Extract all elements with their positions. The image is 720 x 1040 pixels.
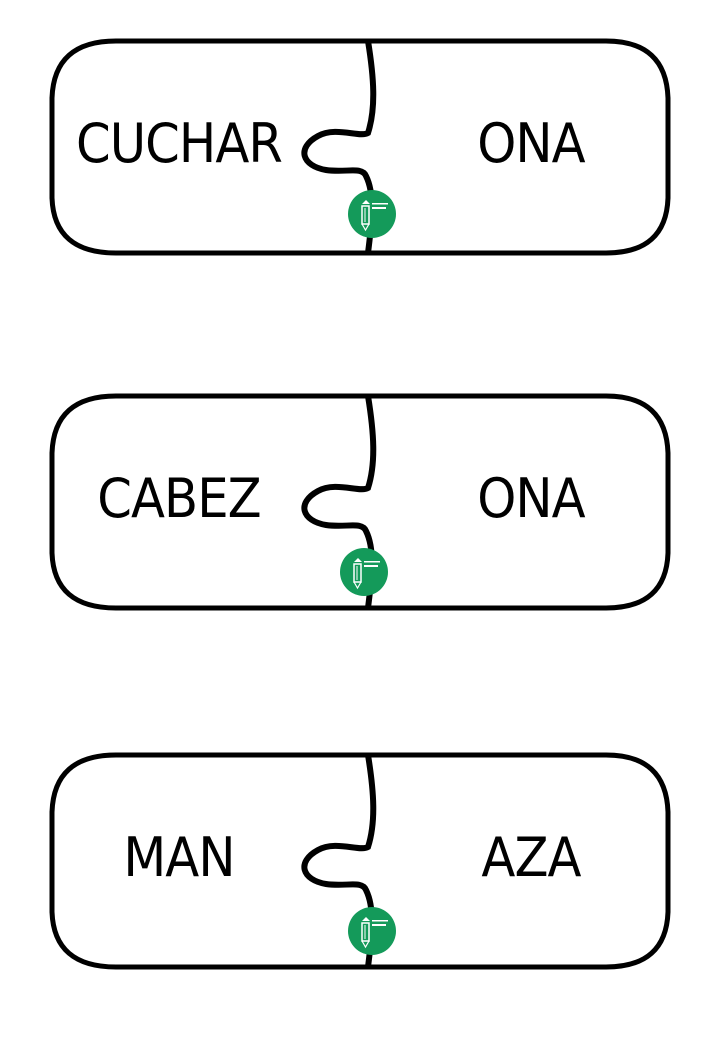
word-right: ONA xyxy=(477,466,585,530)
puzzle-outline xyxy=(49,752,671,970)
pencil-logo-icon xyxy=(348,190,396,238)
puzzle-outline xyxy=(49,38,671,256)
word-left: CUCHAR xyxy=(75,111,283,175)
puzzle-outline xyxy=(49,393,671,611)
word-right: ONA xyxy=(477,111,585,175)
pencil-logo-icon xyxy=(348,907,396,955)
puzzle-card-2: CABEZ ONA xyxy=(46,393,674,615)
word-left: CABEZ xyxy=(97,466,262,530)
puzzle-card-3: MAN AZA xyxy=(46,752,674,974)
puzzle-card-1: CUCHAR ONA xyxy=(46,38,674,260)
word-left: MAN xyxy=(123,825,235,889)
word-right: AZA xyxy=(481,825,581,889)
pencil-logo-icon xyxy=(340,548,388,596)
